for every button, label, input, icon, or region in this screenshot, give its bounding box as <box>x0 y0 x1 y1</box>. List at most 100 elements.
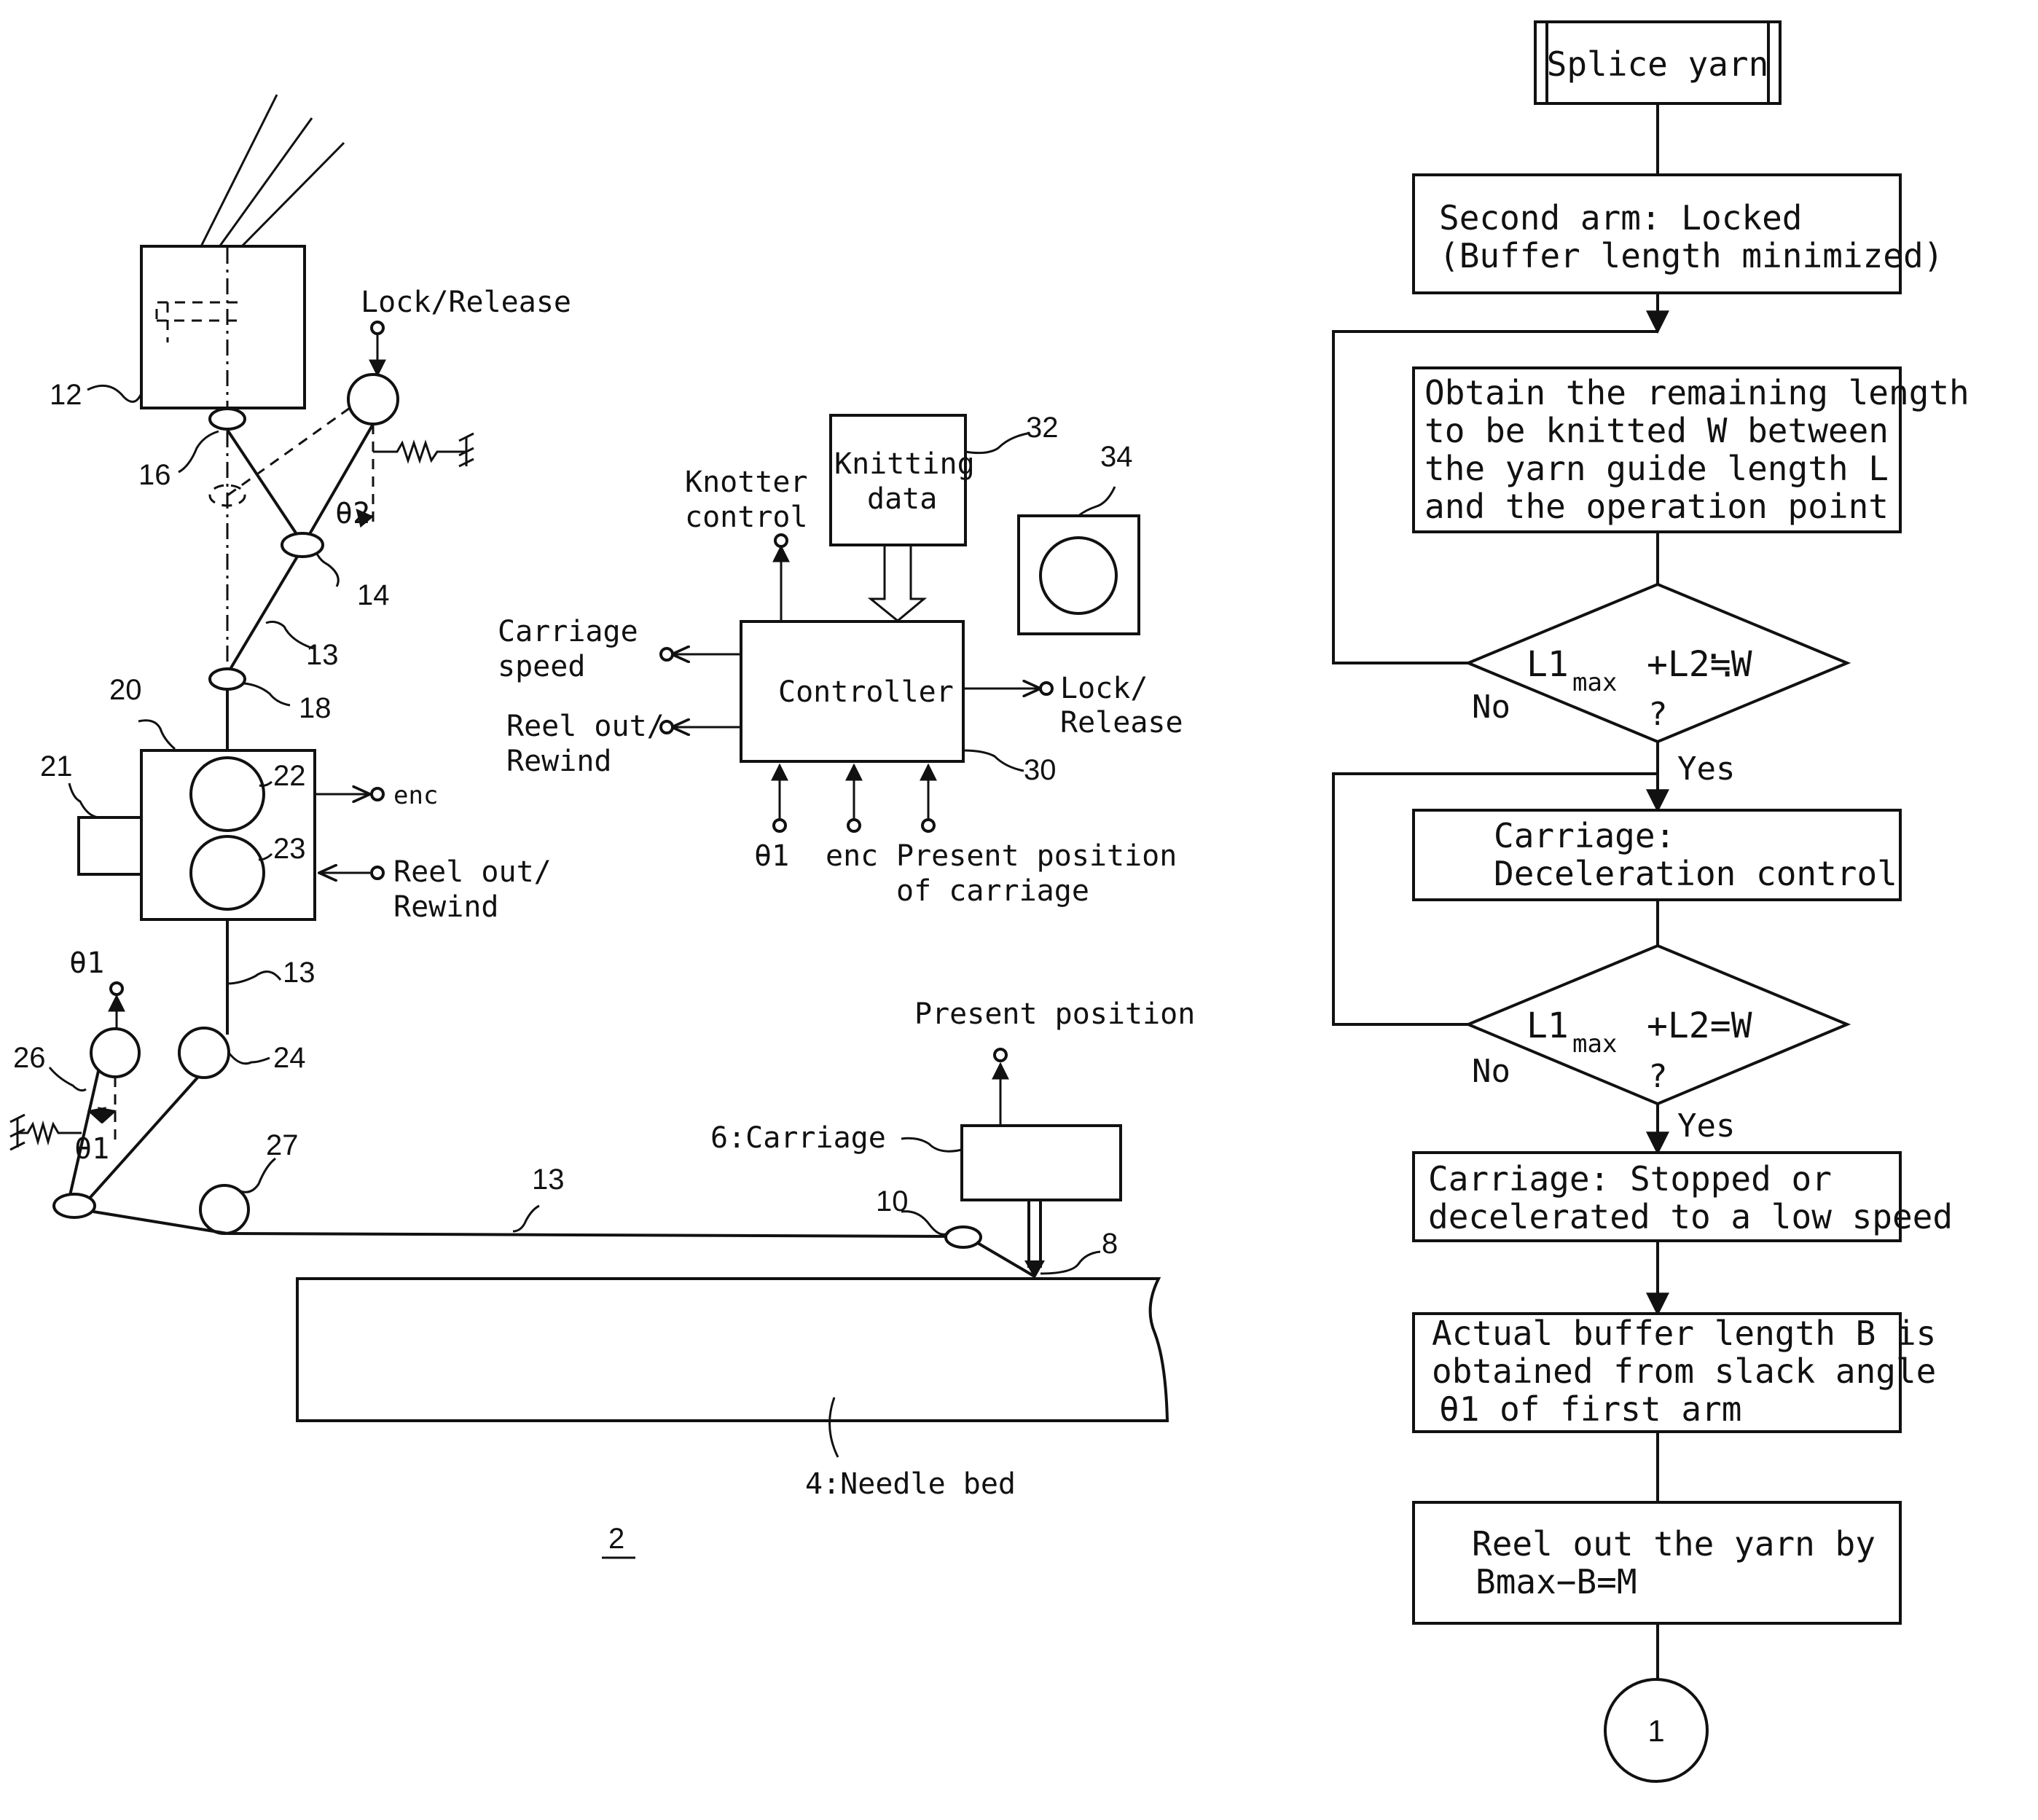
position-in-terminal <box>922 820 934 831</box>
theta1-terminal <box>111 983 122 995</box>
yarn-guide-16 <box>210 409 245 429</box>
present-position-carriage-2: of carriage <box>896 874 1089 908</box>
flow-step-decelerate: Carriage: Deceleration control <box>1414 810 1900 900</box>
knitting-data-label-1: Knitting <box>834 447 975 481</box>
spring-second-arm <box>373 434 474 466</box>
flow-decision-approx: L1 max +L2≒W ? <box>1468 584 1847 742</box>
reel-rewind-feed-label-2: Rewind <box>393 890 499 924</box>
ref-21: 21 <box>40 750 73 782</box>
motor-21 <box>79 817 141 874</box>
theta1-arm-label: θ1 <box>69 946 104 980</box>
flow-step-buffer: Actual buffer length B is obtained from … <box>1414 1314 1936 1432</box>
present-position-label: Present position <box>914 997 1195 1031</box>
machine-labels: Lock/Release 12 16 θ2 14 13 18 20 21 22 … <box>13 286 1195 1558</box>
decision2-no: No <box>1472 1053 1510 1090</box>
reel-rewind-out-label-1: Reel out/ <box>506 710 665 743</box>
ref-34: 34 <box>1100 441 1133 473</box>
decision1-rhs: +L2≒W <box>1647 644 1752 685</box>
theta2-label: θ2 <box>335 497 370 530</box>
knotter-unit <box>141 246 305 408</box>
flow-step2-line2: to be knitted W between <box>1424 411 1889 450</box>
needle-bed-label: 4:Needle bed <box>805 1467 1016 1501</box>
carriage-label: 6:Carriage <box>710 1121 886 1155</box>
decision2-lhs: L1 <box>1526 1005 1569 1046</box>
first-arm-pivot <box>91 1029 139 1077</box>
flow-step-obtain-w: Obtain the remaining length to be knitte… <box>1414 368 1970 532</box>
flow-step5-line2: obtained from slack angle <box>1432 1352 1936 1391</box>
theta1-angle-label: θ1 <box>74 1132 109 1166</box>
ref-27: 27 <box>266 1129 299 1161</box>
flow-decision-equal: L1 max +L2=W ? <box>1468 946 1847 1104</box>
ref-13-middle: 13 <box>283 957 316 989</box>
ref-16: 16 <box>138 459 171 491</box>
carriage-speed-terminal <box>661 648 673 660</box>
flowchart: Splice yarn Second arm: Locked (Buffer l… <box>1333 22 1970 1781</box>
ref-32: 32 <box>1026 412 1059 444</box>
yarn-segment <box>227 557 297 674</box>
data-flow-arrow <box>871 545 924 621</box>
flow-step4-line2: decelerated to a low speed <box>1428 1197 1953 1236</box>
enc-input-label: enc <box>826 839 878 873</box>
decision1-no: No <box>1472 689 1510 726</box>
enc-in-terminal <box>848 820 860 831</box>
enc-output-label: enc <box>393 781 438 810</box>
lock-release-out-label-1: Lock/ <box>1060 672 1148 705</box>
ref-13-upper: 13 <box>306 639 339 671</box>
ref-18: 18 <box>299 692 332 724</box>
carriage-speed-label-1: Carriage <box>498 615 638 648</box>
decision2-q: ? <box>1648 1058 1668 1095</box>
lock-release-out-terminal <box>1040 683 1052 694</box>
figure-number: 2 <box>608 1523 624 1555</box>
ref-30: 30 <box>1024 754 1057 786</box>
flow-step2-line3: the yarn guide length L <box>1424 449 1889 488</box>
theta1-in-terminal <box>774 820 785 831</box>
flow-step2-line4: and the operation point <box>1424 487 1889 526</box>
reel-rewind-terminal <box>372 867 383 879</box>
flow-step3-line2: Deceleration control <box>1494 854 1897 893</box>
flow-step5-line3: θ1 of first arm <box>1439 1389 1741 1429</box>
flow-step5-line1: Actual buffer length B is <box>1432 1314 1936 1353</box>
carriage-box <box>962 1126 1121 1200</box>
theta1-input-label: θ1 <box>754 839 789 873</box>
decision2-rhs: +L2=W <box>1647 1005 1752 1046</box>
controller-label: Controller <box>778 675 954 709</box>
ref-10: 10 <box>876 1185 909 1217</box>
flow-step-lock-arm: Second arm: Locked (Buffer length minimi… <box>1414 175 1943 293</box>
flow-step6-line2: Bmax−B=M <box>1475 1562 1637 1601</box>
lock-release-out-label-2: Release <box>1060 706 1183 740</box>
decision1-yes: Yes <box>1677 750 1735 788</box>
yarn-13 <box>227 1233 951 1236</box>
first-arm-eye <box>54 1194 95 1217</box>
needle-tip <box>1024 1260 1045 1279</box>
decision2-yes: Yes <box>1677 1107 1735 1145</box>
theta1-arc <box>89 1111 115 1113</box>
reel-rewind-out-label-2: Rewind <box>506 745 612 778</box>
decision1-sub: max <box>1572 668 1617 697</box>
needle-bed <box>297 1279 1167 1421</box>
ref-26: 26 <box>13 1042 46 1074</box>
yarn-segment <box>227 430 302 543</box>
flow-step1-line1: Second arm: Locked <box>1439 198 1803 238</box>
carriage-speed-label-2: speed <box>498 650 585 683</box>
ref-12: 12 <box>50 379 82 411</box>
ref-23: 23 <box>273 833 306 865</box>
flow-step1-line2: (Buffer length minimized) <box>1439 236 1943 275</box>
connector-label: 1 <box>1647 1714 1664 1748</box>
display-dial <box>1040 538 1116 613</box>
flow-step-stop: Carriage: Stopped or decelerated to a lo… <box>1414 1153 1953 1241</box>
decision1-lhs: L1 <box>1526 644 1569 685</box>
ref-22: 22 <box>273 760 306 792</box>
yarn-guide-18 <box>210 669 245 689</box>
yarn-feeder-10 <box>946 1227 981 1247</box>
flow-step3-line1: Carriage: <box>1494 816 1675 855</box>
flow-step2-line1: Obtain the remaining length <box>1424 373 1970 412</box>
ref-20: 20 <box>109 674 142 706</box>
roller-22 <box>191 758 264 831</box>
ref-8: 8 <box>1102 1228 1118 1260</box>
ref-24: 24 <box>273 1042 306 1074</box>
flow-start: Splice yarn <box>1535 22 1780 103</box>
flow-connector: 1 <box>1605 1679 1707 1781</box>
reel-rewind-feed-label-1: Reel out/ <box>393 855 552 889</box>
